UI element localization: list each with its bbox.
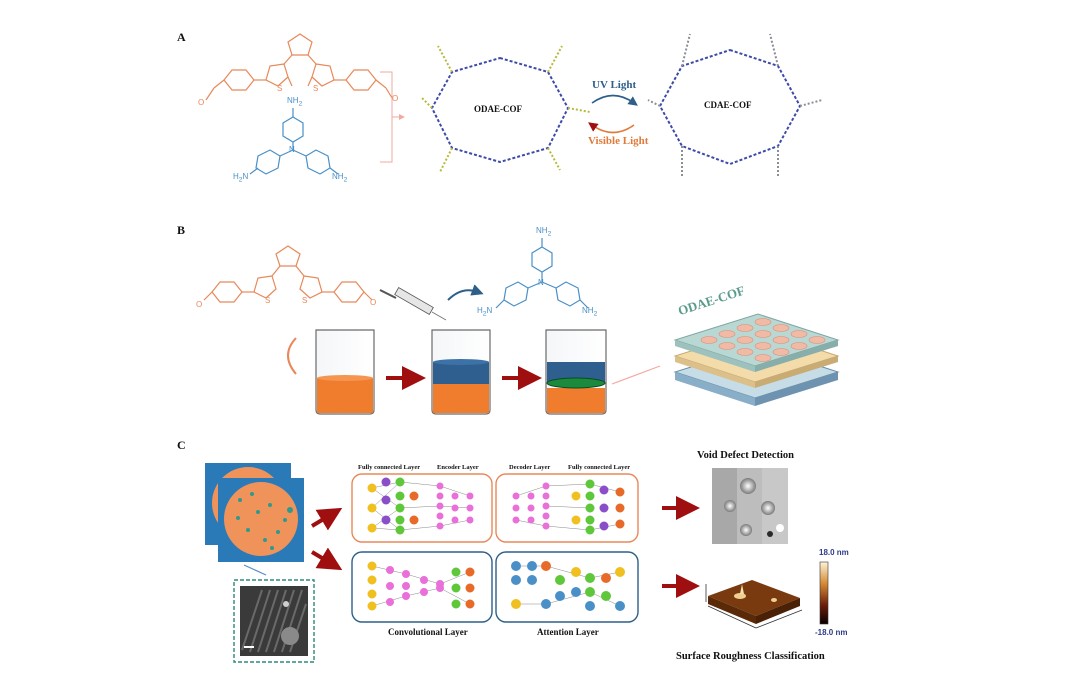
cdae-cof-framework [658, 48, 802, 166]
amine-left-label-a: H2N [233, 172, 249, 184]
beaker-3 [545, 329, 607, 415]
panel-label-c: C [177, 438, 186, 452]
panel-label-a: A [177, 30, 186, 44]
visible-light-label: Visible Light [588, 135, 649, 147]
nitrogen-label-a: N [289, 145, 295, 154]
panel-label-b: B [177, 223, 186, 237]
pink-arrow [611, 365, 661, 385]
reaction-bracket [380, 71, 402, 163]
stir-arrow [447, 284, 484, 301]
encoder-label: Encoder Layer [437, 464, 479, 471]
fully-connected-label-2: Fully connected Layer [568, 464, 631, 471]
syringe [379, 286, 447, 321]
dialdehyde-molecule-a [205, 33, 393, 101]
odae-cof-framework [430, 56, 570, 164]
nn-nodes [367, 477, 625, 611]
beaker-1 [315, 329, 375, 415]
uv-light-label: UV Light [592, 79, 637, 91]
oxygen-left-label-b: O [196, 300, 203, 309]
sulfur-left-label-a: S [277, 84, 283, 93]
amine-left-label-b: H2N [477, 306, 493, 318]
amine-right-label-a: NH2 [332, 172, 348, 184]
uv-arrow [591, 94, 638, 106]
red-arrow-c2 [310, 547, 343, 571]
triamine-molecule-a [249, 108, 339, 175]
sem-image [233, 579, 315, 663]
sulfur-right-label-a: S [313, 84, 319, 93]
roughness-title: Surface Roughness Classification [676, 651, 825, 662]
fully-connected-label-1: Fully connected Layer [358, 464, 421, 471]
pour-arrow [287, 337, 297, 375]
blue-small-arrow [243, 564, 267, 576]
amine-top-label-b: NH2 [536, 226, 552, 238]
nitrogen-label-b: N [538, 278, 544, 287]
void-defect-image [712, 468, 788, 544]
decoder-label: Decoder Layer [509, 464, 551, 471]
amine-top-label-a: NH2 [287, 96, 303, 108]
sulfur-left-label-b: S [265, 296, 271, 305]
scale-min-label: -18.0 nm [815, 628, 848, 637]
cdae-cof-label: CDAE-COF [704, 100, 752, 110]
oxygen-right-label-a: O [392, 94, 399, 103]
convolutional-label: Convolutional Layer [388, 627, 468, 637]
amine-right-label-b: NH2 [582, 306, 598, 318]
nn-edges [371, 481, 621, 607]
sulfur-right-label-b: S [302, 296, 308, 305]
void-defect-title: Void Defect Detection [697, 450, 794, 461]
cof-film-stack [673, 313, 840, 406]
scale-max-label: 18.0 nm [819, 548, 849, 557]
triamine-molecule-b [495, 238, 589, 309]
wafer-images [205, 463, 304, 562]
visible-arrow [588, 122, 635, 134]
afm-surface [705, 580, 803, 629]
dialdehyde-molecule-b [203, 245, 373, 303]
odae-cof-label: ODAE-COF [474, 104, 522, 114]
odae-cof-outer-arms [421, 45, 591, 173]
attention-label: Attention Layer [537, 627, 599, 637]
beaker-2 [431, 329, 491, 415]
oxygen-right-label-b: O [370, 298, 377, 307]
nn-box-fully-connected-encoder [351, 473, 493, 543]
cdae-cof-outer-arms [647, 33, 823, 176]
oxygen-left-label-a: O [198, 98, 205, 107]
afm-color-scale [819, 561, 829, 625]
red-arrow-c1 [310, 507, 343, 531]
